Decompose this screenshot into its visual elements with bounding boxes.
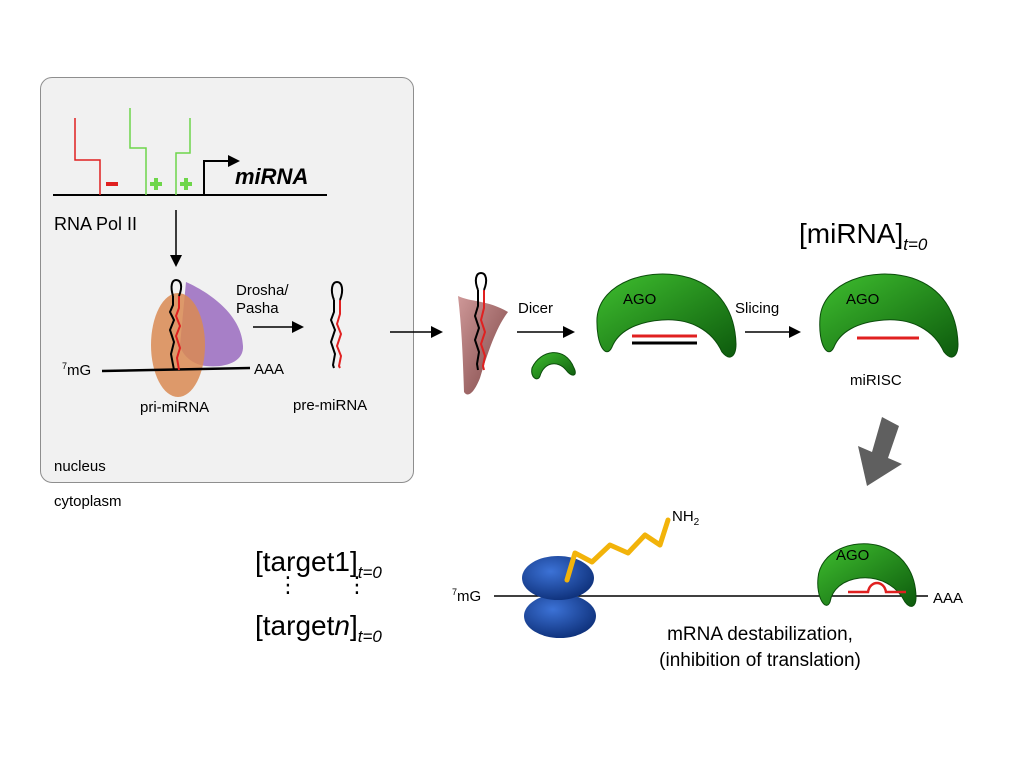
target-cap-label: 7mG	[452, 587, 482, 605]
activator-binding-site-1	[129, 108, 147, 195]
pri-mirna-hairpin-red	[174, 296, 182, 371]
ago-duplex-complex	[596, 273, 737, 358]
polymerase-label: RNA Pol II	[54, 214, 138, 234]
ago-label-3: AGO	[836, 547, 869, 564]
dicer-label: Dicer	[518, 300, 554, 317]
drosha-label: Drosha/	[236, 282, 289, 299]
target1-initial-concentration: [target1]t=0	[255, 546, 382, 582]
pri-tail-label: AAA	[254, 361, 285, 378]
mirisc-complex	[819, 273, 959, 358]
activator-binding-site-2	[175, 118, 191, 195]
ribosome-large-subunit	[522, 556, 594, 600]
drosha-arrow	[253, 321, 304, 333]
ago-protein-3	[817, 543, 917, 607]
slicing-label: Slicing	[735, 300, 780, 317]
transcription-arrowhead	[228, 155, 240, 167]
peptide-terminus-label: NH2	[672, 508, 700, 528]
gene-locus	[53, 108, 327, 196]
pri-mirna-complex	[101, 278, 251, 397]
nucleus-label: nucleus	[54, 458, 106, 475]
repressor-binding-site	[74, 118, 101, 195]
pri-mirna-label: pri-miRNA	[140, 399, 210, 416]
pasha-label: Pasha	[236, 300, 279, 317]
ago-label-2: AGO	[846, 291, 879, 308]
ribosome-small-subunit	[524, 594, 596, 638]
activator-plus-icon-1	[150, 178, 162, 190]
target-tail-label: AAA	[933, 590, 964, 607]
activator-plus-icon-2	[180, 178, 192, 190]
slicing-arrow	[745, 326, 801, 338]
transcription-start-arrow	[203, 160, 230, 195]
effect-caption-line1: mRNA destabilization,	[667, 624, 853, 645]
export-arrow	[390, 326, 443, 338]
free-ago-protein	[531, 352, 576, 380]
target-bound-mirna	[848, 581, 906, 594]
pri-mirna-transcript	[101, 366, 251, 373]
pri-cap-label: 7mG	[62, 361, 92, 379]
dicer-arrow	[517, 326, 575, 338]
mirna-initial-concentration: [miRNA]t=0	[799, 218, 928, 254]
cytoplasm-label: cytoplasm	[54, 493, 122, 510]
vertical-ellipsis-left: ⋮	[277, 572, 299, 597]
pri-mirna-loop	[170, 278, 183, 297]
nascent-peptide	[564, 517, 671, 583]
pre-mirna-label: pre-miRNA	[293, 397, 368, 414]
ago-label-1: AGO	[623, 291, 656, 308]
ago-protein-1	[596, 273, 737, 358]
effect-caption-line2: (inhibition of translation)	[659, 650, 861, 671]
dicer-protein	[458, 296, 508, 395]
pri-mirna-hairpin-black	[168, 296, 176, 371]
repressor-minus-icon	[106, 182, 118, 186]
mirisc-label: miRISC	[850, 372, 902, 389]
vertical-ellipsis-right: ⋮	[346, 572, 368, 597]
nucleus-compartment	[40, 77, 414, 483]
gene-name: miRNA	[235, 164, 309, 189]
transcription-arrow	[170, 210, 182, 267]
dicer-complex	[458, 271, 508, 395]
ago-protein-2	[819, 273, 959, 358]
targetn-initial-concentration: [targetn]t=0	[255, 610, 382, 646]
pre-mirna-hairpin	[329, 280, 344, 369]
targeting-block-arrow	[858, 417, 902, 486]
target-mrna	[494, 517, 928, 638]
